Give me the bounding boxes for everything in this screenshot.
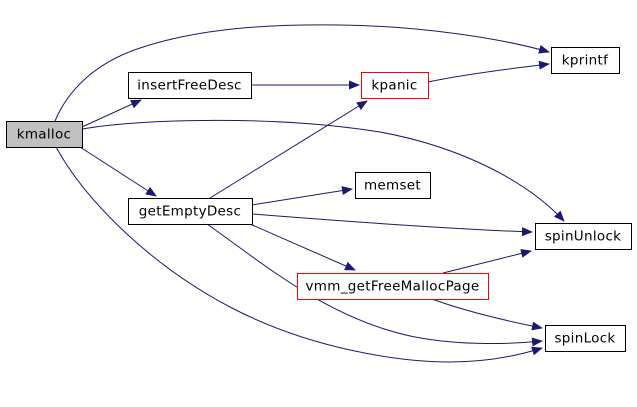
node-label-memset: memset	[364, 178, 421, 194]
edge-vmm_getFreeMallocPage-to-spinUnlock	[442, 249, 532, 274]
edge-kmalloc-to-spinUnlock	[81, 119, 565, 222]
node-label-kprintf: kprintf	[562, 53, 609, 69]
nodes-layer: kmalloc insertFreeDesc kpanic kprintf getEmp…	[6, 47, 632, 352]
edge-getEmptyDesc-to-spinUnlock	[251, 213, 533, 237]
node-insertFreeDesc[interactable]: insertFreeDesc	[128, 72, 252, 99]
node-label-vmm_getFreeMallocPage: vmm_getFreeMallocPage	[306, 279, 480, 295]
node-spinUnlock[interactable]: spinUnlock	[535, 223, 632, 250]
node-box-spinUnlock[interactable]	[535, 223, 632, 250]
edge-getEmptyDesc-to-kpanic	[209, 100, 368, 199]
node-label-spinLock: spinLock	[554, 331, 615, 347]
edge-getEmptyDesc-to-memset	[251, 186, 353, 206]
edge-vmm_getFreeMallocPage-to-spinLock	[431, 298, 543, 331]
node-box-kpanic[interactable]	[361, 72, 429, 99]
node-label-kmalloc: kmalloc	[17, 127, 72, 143]
edge-kmalloc-to-getEmptyDesc	[79, 146, 157, 197]
node-kprintf[interactable]: kprintf	[551, 47, 620, 74]
node-getEmptyDesc[interactable]: getEmptyDesc	[128, 198, 253, 225]
edge-kpanic-to-kprintf	[427, 60, 550, 83]
node-label-spinUnlock: spinUnlock	[545, 229, 622, 245]
node-box-kmalloc[interactable]	[6, 121, 83, 148]
node-memset[interactable]: memset	[355, 172, 431, 199]
node-box-kprintf[interactable]	[551, 47, 620, 74]
node-box-getEmptyDesc[interactable]	[128, 198, 253, 225]
edge-getEmptyDesc-to-vmm_getFreeMallocPage	[249, 223, 356, 271]
node-label-insertFreeDesc: insertFreeDesc	[137, 78, 242, 94]
node-label-kpanic: kpanic	[371, 78, 417, 94]
node-box-spinLock[interactable]	[545, 325, 626, 352]
edge-kmalloc-to-spinLock	[55, 146, 543, 363]
node-box-vmm_getFreeMallocPage[interactable]	[297, 273, 489, 300]
edge-getEmptyDesc-to-spinLock	[206, 223, 543, 347]
node-box-insertFreeDesc[interactable]	[128, 72, 252, 99]
node-box-memset[interactable]	[355, 172, 431, 199]
node-vmm_getFreeMallocPage[interactable]: vmm_getFreeMallocPage	[297, 273, 489, 300]
node-spinLock[interactable]: spinLock	[545, 325, 626, 352]
node-kmalloc[interactable]: kmalloc	[6, 121, 83, 148]
edge-kmalloc-to-insertFreeDesc	[81, 99, 142, 128]
edge-kmalloc-to-kprintf	[54, 24, 550, 122]
edges-layer	[54, 24, 565, 363]
node-kpanic[interactable]: kpanic	[361, 72, 429, 99]
node-label-getEmptyDesc: getEmptyDesc	[139, 204, 241, 220]
